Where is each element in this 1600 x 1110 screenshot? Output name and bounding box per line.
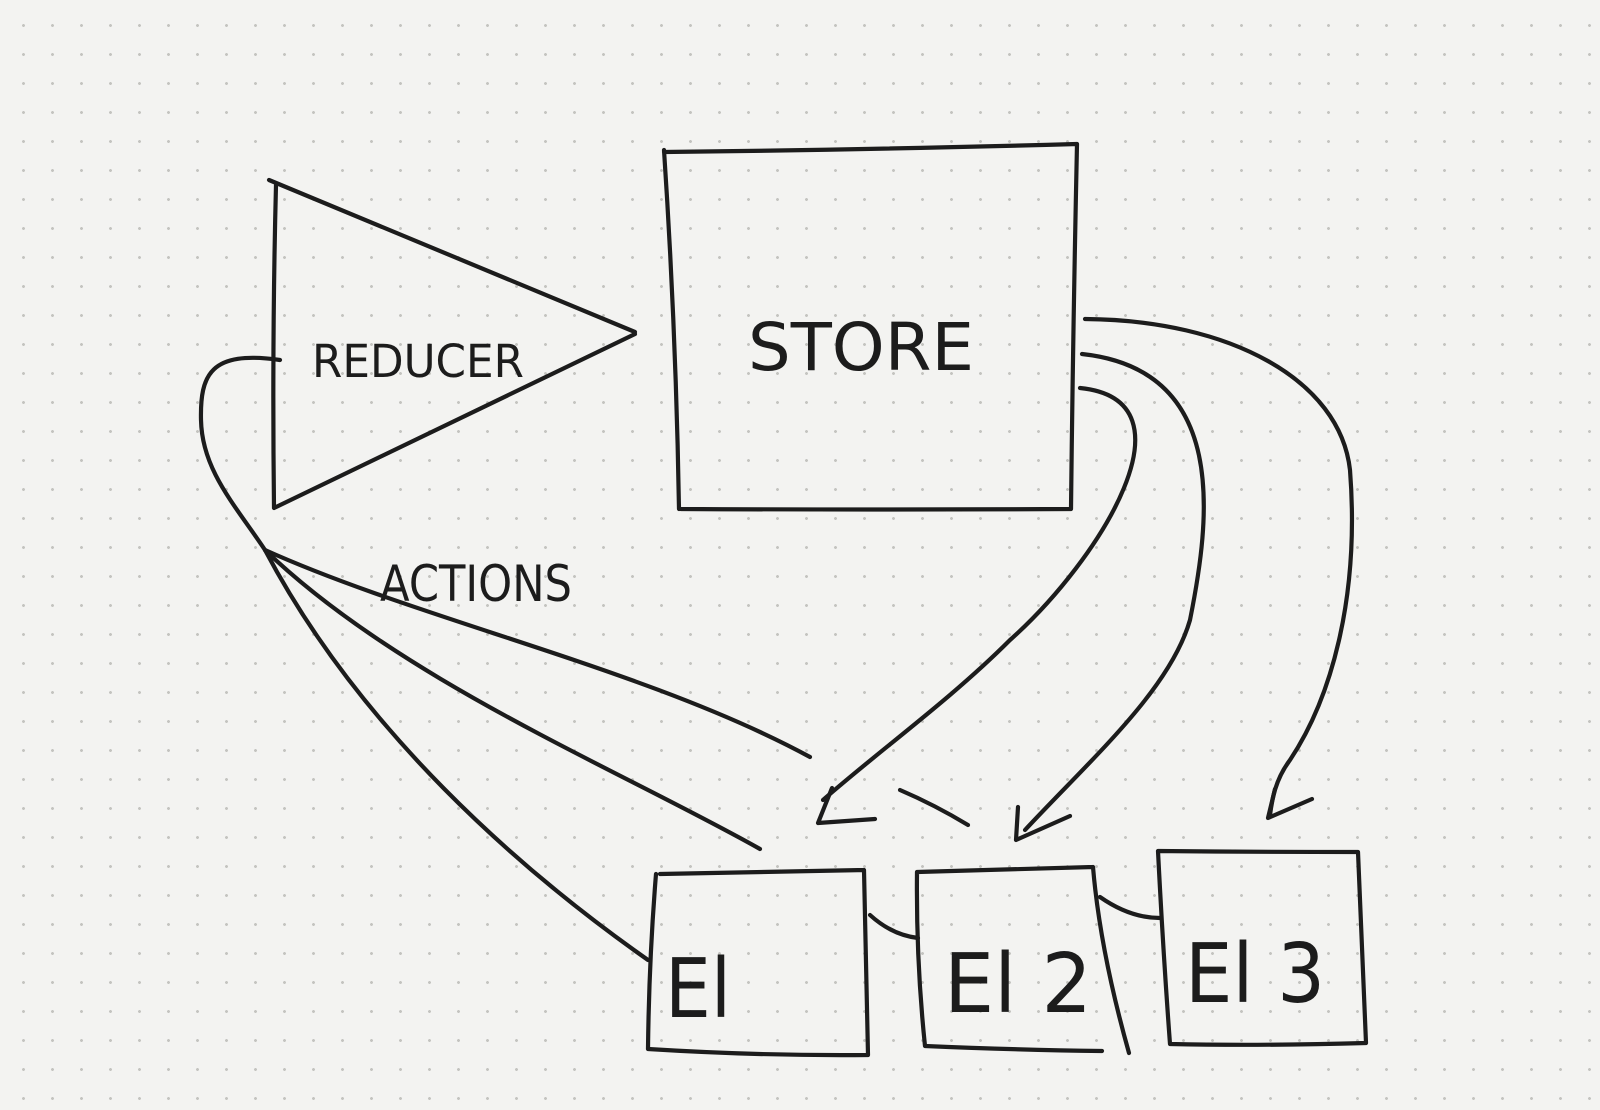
arrow-line-store-el2 — [1022, 351, 1206, 833]
store-label: STORE — [748, 309, 974, 386]
arrow-head-store-el1 — [815, 785, 878, 826]
store-node: STORE — [661, 141, 1080, 512]
element-box-2 — [914, 864, 1132, 1056]
action-line-el1-outer — [262, 547, 651, 963]
link-el1-el2 — [867, 912, 921, 941]
arrow-line-store-el1 — [820, 385, 1138, 803]
store-box — [661, 141, 1080, 512]
element-node-1: El — [645, 867, 871, 1058]
element-node-2: El 2 — [914, 864, 1132, 1056]
arrow-store-to-el3 — [1082, 316, 1354, 821]
reducer-label: REDUCER — [312, 335, 524, 388]
link-el2-el3 — [1097, 894, 1163, 921]
reducer-triangle — [266, 177, 638, 511]
arrow-head-store-el3 — [1265, 786, 1315, 821]
action-return-loop — [198, 355, 283, 553]
actions-label: ACTIONS — [380, 555, 572, 613]
element-node-3: El 3 — [1155, 848, 1369, 1047]
element-label-3: El 3 — [1185, 927, 1325, 1022]
element-box-1 — [645, 867, 871, 1058]
reducer-node: REDUCER — [266, 177, 638, 511]
action-line-el2-stub — [897, 787, 971, 828]
action-line-el2 — [262, 547, 813, 760]
element-box-3 — [1155, 848, 1369, 1047]
action-line-el1-inner — [262, 547, 763, 852]
arrow-head-store-el2 — [1013, 804, 1073, 843]
element-label-2: El 2 — [944, 937, 1092, 1032]
arrow-line-store-el3 — [1082, 316, 1354, 818]
arrow-store-to-el1 — [815, 385, 1138, 826]
element-label-1: El — [665, 942, 731, 1037]
actions-arrows — [198, 355, 971, 963]
arrow-store-to-el2 — [1013, 351, 1206, 843]
